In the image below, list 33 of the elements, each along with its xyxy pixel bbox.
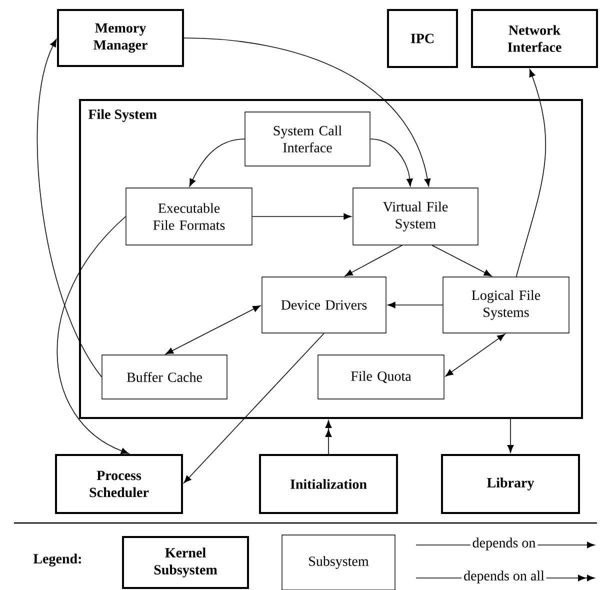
arrow [252, 213, 352, 220]
arrow [184, 38, 431, 186]
arrow [516, 69, 546, 278]
legend-box: Subsystem [282, 534, 396, 590]
arrow [507, 418, 514, 453]
arrow [432, 244, 492, 276]
arrow [36, 39, 102, 378]
arrow [344, 244, 402, 276]
legend-text: depends on [470, 536, 538, 552]
subsystem-box: File Quota [318, 354, 444, 400]
legend-box: Kernel Subsystem [122, 536, 249, 589]
subsystem-box: Logical File Systems [442, 276, 570, 334]
subsystem-box: Device Drivers [262, 276, 386, 334]
arrow [166, 305, 261, 354]
arrow [56, 216, 129, 454]
legend-text: depends on all [462, 568, 546, 586]
kernel-box: IPC [387, 9, 458, 68]
subsystem-box: Buffer Cache [102, 354, 228, 400]
kernel-box: Memory Manager [57, 9, 184, 67]
arrow [184, 332, 324, 484]
kernel-box: Process Scheduler [55, 454, 183, 514]
arrow [388, 302, 444, 308]
legend-heading: Legend: [33, 554, 81, 566]
kernel-box: Library [441, 454, 580, 514]
subsystem-box: Virtual File System [352, 188, 478, 246]
kernel-box: Initialization [259, 454, 398, 514]
kernel-box: Network Interface [471, 9, 598, 68]
arrow [189, 138, 246, 187]
arrow [445, 334, 506, 376]
subsystem-box: Executable File Formats [126, 188, 252, 246]
arrow [370, 138, 413, 186]
arrow [325, 420, 332, 454]
subsystem-box: System Call Interface [244, 112, 370, 166]
